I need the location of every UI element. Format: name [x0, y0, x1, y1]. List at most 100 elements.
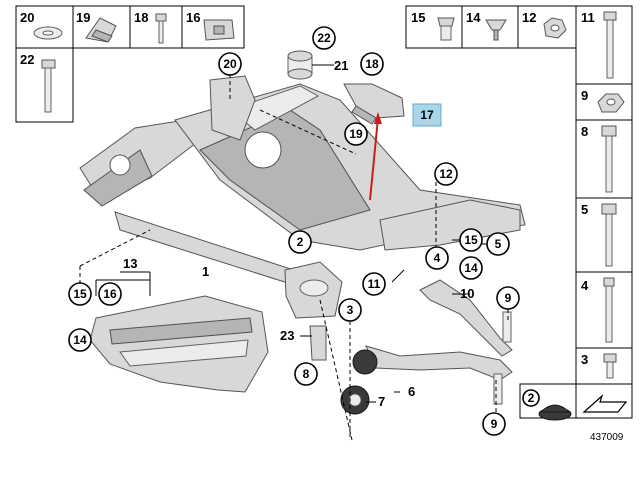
callout-11[interactable]: 11	[362, 272, 386, 296]
part-number-3: 3	[581, 352, 588, 367]
underbody-guard[interactable]	[89, 295, 269, 393]
svg-text:16: 16	[103, 287, 117, 301]
bracket-17-18[interactable]	[343, 83, 405, 125]
red-indicator-arrow	[369, 117, 379, 201]
red-arrow-head-icon	[374, 112, 382, 124]
callout-17-highlight[interactable]: 17	[412, 103, 442, 127]
part-cell-14[interactable]: 14	[466, 10, 507, 41]
part-cell-20[interactable]: 20	[20, 10, 63, 40]
part-cell-3[interactable]: 3	[581, 352, 617, 379]
callout-22[interactable]: 22	[312, 26, 336, 50]
part-cell-15[interactable]: 15	[411, 10, 455, 41]
callout-7-label[interactable]: 7	[378, 394, 385, 409]
rivet-nut-icon	[437, 17, 455, 27]
part-cell-2-box[interactable]: 2	[519, 383, 577, 421]
part-cell-19[interactable]: 19	[76, 10, 117, 43]
callout-5[interactable]: 5	[486, 232, 510, 256]
svg-text:2: 2	[297, 235, 304, 249]
svg-text:8: 8	[303, 367, 310, 381]
part-number-22: 22	[20, 52, 34, 67]
callout-19[interactable]: 19	[344, 122, 368, 146]
direction-arrow-icon	[582, 394, 628, 413]
svg-text:4: 4	[434, 251, 441, 265]
callout-3[interactable]: 3	[338, 298, 362, 322]
bolt-icon	[155, 13, 167, 22]
svg-text:13: 13	[123, 256, 137, 271]
part-cell-18[interactable]: 18	[134, 10, 167, 44]
part-cell-22-box[interactable]: 22	[15, 47, 74, 123]
svg-text:18: 18	[365, 57, 379, 71]
arrow-cell	[582, 394, 628, 413]
callout-2[interactable]: 2	[288, 230, 312, 254]
part-cell-5[interactable]: 5	[581, 202, 617, 267]
callout-21-label[interactable]: 21	[334, 58, 348, 73]
bracket-23[interactable]	[309, 325, 327, 361]
callout-6-label[interactable]: 6	[408, 384, 415, 399]
svg-text:20: 20	[223, 57, 237, 71]
svg-text:11: 11	[368, 277, 381, 291]
svg-text:6: 6	[408, 384, 415, 399]
part-number-12: 12	[522, 10, 536, 25]
callout-1-label[interactable]: 1	[202, 264, 209, 279]
svg-text:14: 14	[464, 261, 478, 275]
part-number-2: 2	[528, 391, 535, 405]
callout-10-label[interactable]: 10	[460, 286, 474, 301]
part-cell-4[interactable]: 4	[581, 277, 615, 343]
callout-9-lower[interactable]: 9	[482, 412, 506, 436]
part-number-11: 11	[581, 10, 595, 25]
bolt-icon	[41, 59, 56, 69]
callout-14-left[interactable]: 14	[68, 328, 92, 352]
part-number-8: 8	[581, 124, 588, 139]
part-cell-9[interactable]: 9	[581, 88, 625, 113]
callout-15-left[interactable]: 15	[68, 282, 92, 306]
part-number-20: 20	[20, 10, 34, 25]
svg-text:22: 22	[317, 31, 331, 45]
bushing-7[interactable]	[340, 349, 378, 415]
svg-text:21: 21	[334, 58, 348, 73]
clip-icon	[485, 19, 507, 31]
callout-16[interactable]: 16	[98, 282, 122, 306]
front-subframe-illustration[interactable]	[79, 75, 526, 319]
callout-15-right[interactable]: 15	[459, 228, 483, 252]
part-cell-11[interactable]: 11	[581, 10, 617, 79]
callout-9-upper[interactable]: 9	[496, 286, 520, 310]
bolt-icon	[601, 203, 617, 215]
bolt-icon	[603, 353, 617, 363]
top-left-parts-strip: 20 19 18 16	[15, 5, 245, 49]
part-cell-16[interactable]: 16	[186, 10, 235, 41]
callouts: 22 21 20 18 19 17 12 2	[68, 26, 520, 436]
bolt-icon	[603, 11, 617, 21]
control-arm-10[interactable]	[419, 279, 513, 357]
svg-text:10: 10	[460, 286, 474, 301]
callout-14-right[interactable]: 14	[459, 256, 483, 280]
svg-text:17: 17	[420, 108, 434, 122]
part-cell-12[interactable]: 12	[522, 10, 567, 39]
svg-text:7: 7	[378, 394, 385, 409]
svg-text:15: 15	[73, 287, 87, 301]
part-number-9: 9	[581, 88, 588, 103]
diagram-reference-number: 437009	[590, 432, 624, 443]
control-arm-6[interactable]	[365, 345, 513, 405]
callout-4[interactable]: 4	[425, 246, 449, 270]
part-number-18: 18	[134, 10, 148, 25]
callout-8[interactable]: 8	[294, 362, 318, 386]
svg-text:9: 9	[505, 291, 512, 305]
svg-text:23: 23	[280, 328, 294, 343]
leader-lines	[95, 64, 490, 403]
svg-text:3: 3	[347, 303, 354, 317]
callout-23-label[interactable]: 23	[280, 328, 294, 343]
part-number-5: 5	[581, 202, 588, 217]
callout-18[interactable]: 18	[360, 52, 384, 76]
part-cell-8[interactable]: 8	[581, 124, 617, 193]
svg-text:19: 19	[349, 127, 363, 141]
part-number-16: 16	[186, 10, 200, 25]
svg-text:15: 15	[464, 233, 478, 247]
callout-12[interactable]: 12	[434, 162, 458, 186]
svg-text:5: 5	[495, 237, 502, 251]
callout-20[interactable]: 20	[218, 52, 242, 76]
top-mount-22[interactable]	[287, 50, 313, 80]
callout-13-label[interactable]: 13	[123, 256, 137, 271]
svg-text:1: 1	[202, 264, 209, 279]
svg-text:9: 9	[491, 417, 498, 431]
